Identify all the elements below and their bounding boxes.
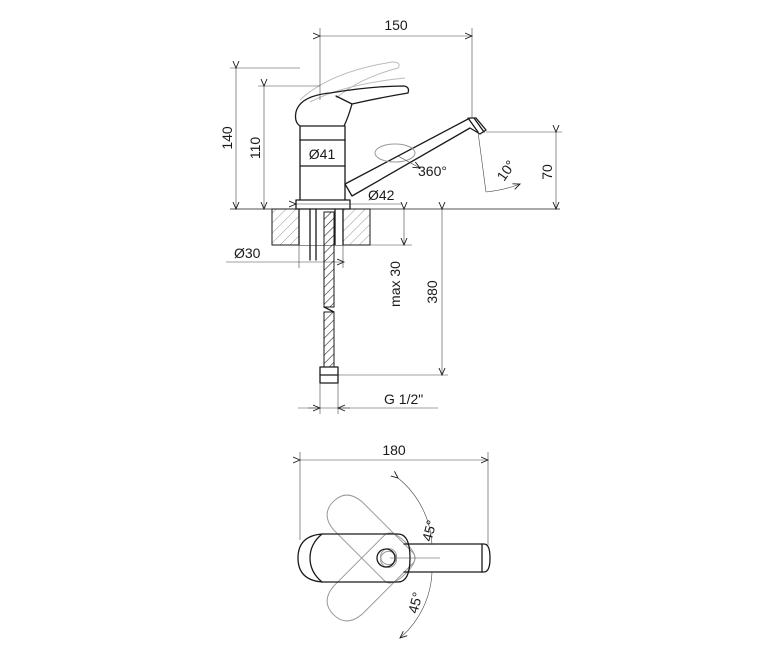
dim-380: 380 <box>338 209 448 375</box>
dim-body-diameter-label: Ø41 <box>309 146 336 162</box>
dim-angle-upper-label: 45° <box>419 518 440 543</box>
dim-150: 150 <box>320 17 472 118</box>
dim-base-diameter: Ø42 <box>296 187 402 204</box>
dim-180: 180 <box>300 442 488 545</box>
dim-shank-diameter: Ø30 <box>226 245 344 268</box>
dim-thread-label: G 1/2" <box>384 391 423 407</box>
rotation-ellipse <box>374 143 416 163</box>
dim-rotation-label: 360° <box>418 163 447 179</box>
dim-shank-diameter-label: Ø30 <box>234 245 261 261</box>
faucet-body <box>295 125 351 210</box>
side-view: 150 140 110 Ø41 360° Ø42 10° <box>219 17 562 414</box>
dim-spout-tilt-label: 10° <box>493 157 518 184</box>
dim-hose-length-label: 380 <box>424 280 440 304</box>
dim-110: 110 <box>247 86 320 209</box>
spout-top <box>403 543 491 573</box>
dim-angles: 45° 45° <box>390 478 440 638</box>
dim-spout-tilt: 10° <box>477 131 520 193</box>
dim-angle-lower-label: 45° <box>405 590 426 615</box>
dim-max-counter-label: max 30 <box>387 261 403 307</box>
dim-spout-height-label: 70 <box>539 164 555 180</box>
spout <box>344 117 487 197</box>
dim-70: 70 <box>486 132 562 209</box>
dim-height-total-label: 140 <box>219 126 235 150</box>
dim-base-diameter-label: Ø42 <box>368 187 395 203</box>
top-view: 180 45° 45° <box>297 442 491 638</box>
dim-width-label: 180 <box>382 442 406 458</box>
mounting-shank <box>309 208 336 261</box>
dim-width-top-label: 150 <box>384 17 408 33</box>
dim-140: 140 <box>219 68 300 209</box>
dim-height-body-label: 110 <box>247 137 263 160</box>
counter-section <box>271 208 371 246</box>
lever-top <box>297 533 411 583</box>
lever <box>294 85 410 127</box>
dim-thread: G 1/2" <box>298 383 438 414</box>
dim-max-counter: max 30 <box>370 209 412 307</box>
lever-ghost <box>299 61 400 101</box>
